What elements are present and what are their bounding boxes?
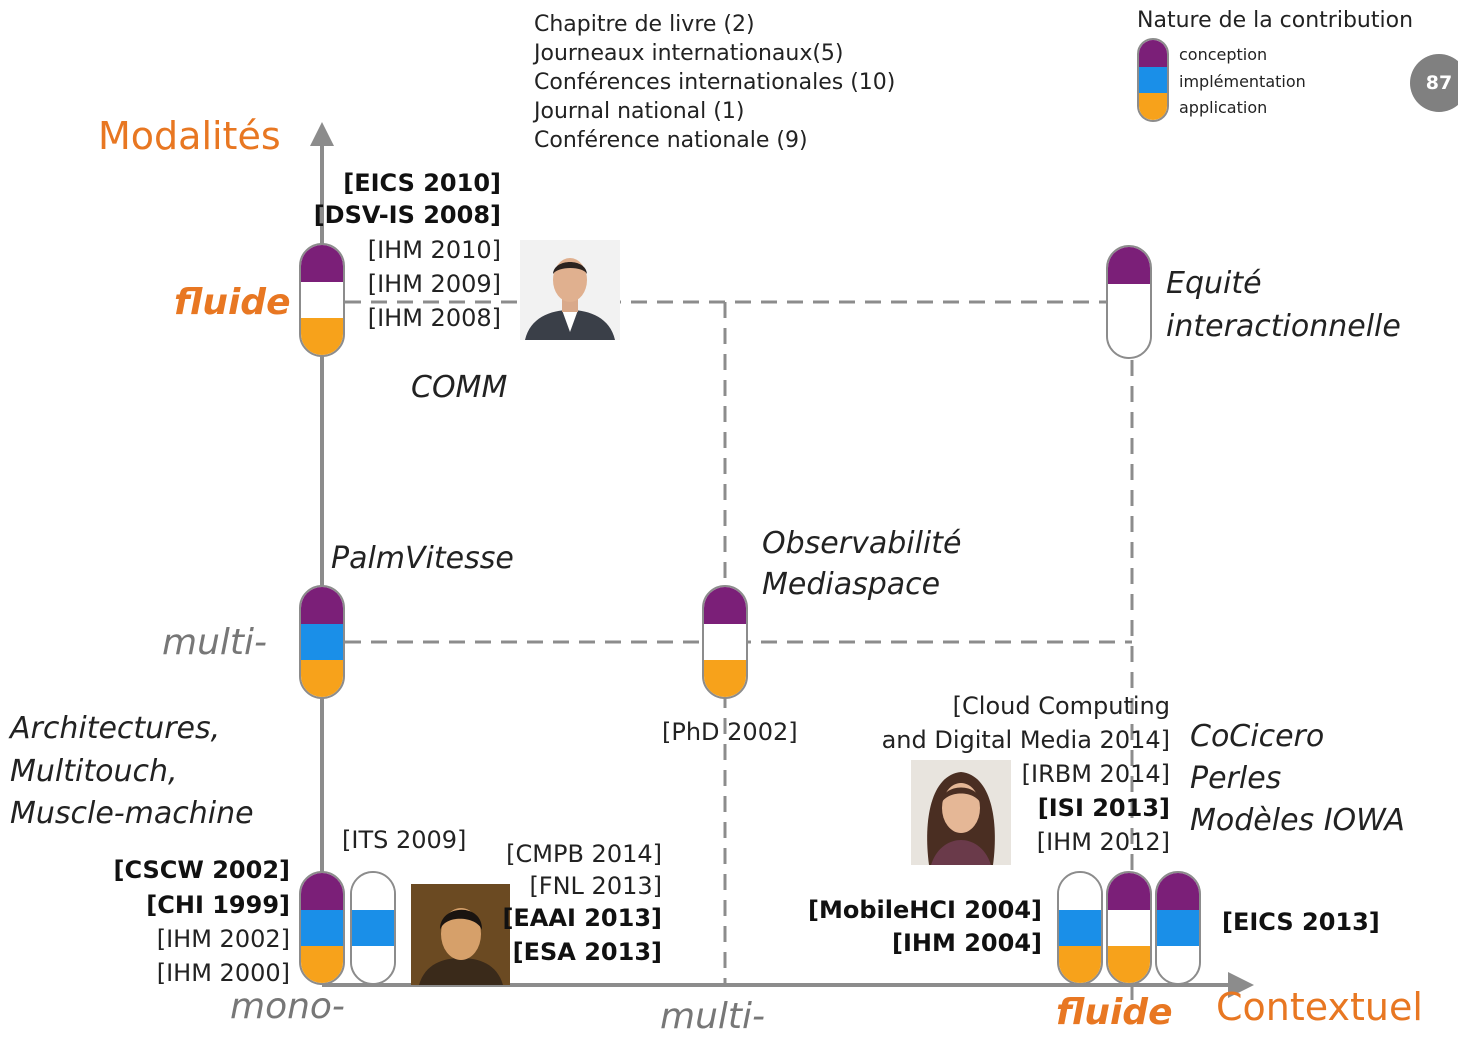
project-equite-line2: interactionnelle <box>1166 309 1401 344</box>
project-architectures-line2: Multitouch, <box>10 754 178 789</box>
ref-ihm-2009: [IHM 2009] <box>367 270 501 298</box>
segment-empty <box>352 946 394 983</box>
project-cocicero-line2: Perles <box>1190 761 1282 796</box>
photo-young-man <box>411 884 510 985</box>
segment-application <box>301 318 343 355</box>
pill-mono-mono-2 <box>350 871 396 985</box>
pub-national-conference: Conférence nationale (9) <box>534 128 808 153</box>
ref-mobilehci-2004: [MobileHCI 2004] <box>808 896 1042 924</box>
segment-empty <box>1108 283 1150 321</box>
publication-summary: Chapitre de livre (2) Journeaux internat… <box>534 10 895 155</box>
ref-phd-2002: [PhD 2002] <box>662 718 798 746</box>
ref-cloud-line2: and Digital Media 2014] <box>881 726 1170 754</box>
ref-chi-1999: [CHI 1999] <box>146 891 290 919</box>
segment-implementation <box>301 909 343 947</box>
project-observabilite-line1: Observabilité <box>762 526 962 561</box>
legend-conception-swatch <box>1139 40 1167 67</box>
segment-conception <box>301 245 343 282</box>
pill-multi-multi <box>702 585 748 699</box>
ref-ihm-2002: [IHM 2002] <box>156 925 290 953</box>
page-number-badge: 87 <box>1410 54 1458 112</box>
ref-isi-2013: [ISI 2013] <box>1037 794 1170 822</box>
ref-irbm-2014: [IRBM 2014] <box>1021 760 1170 788</box>
ref-its-2009: [ITS 2009] <box>342 826 467 854</box>
segment-implementation <box>1157 909 1199 947</box>
pill-mono-fluide-2 <box>1106 871 1152 985</box>
pill-mono-mono-1 <box>299 871 345 985</box>
photo-man-suit <box>520 240 620 340</box>
ref-dsvis-2008: [DSV-IS 2008] <box>313 201 501 229</box>
y-axis-title: Modalités <box>98 114 281 158</box>
legend-conception: conception <box>1179 45 1268 64</box>
ref-esa-2013: [ESA 2013] <box>512 938 662 966</box>
segment-conception <box>1108 873 1150 910</box>
pub-book-chapters: Chapitre de livre (2) <box>534 12 755 37</box>
x-axis-arrow <box>1228 972 1254 998</box>
photo-woman <box>911 760 1011 865</box>
segment-application <box>1059 946 1101 983</box>
project-cocicero-line3: Modèles IOWA <box>1190 803 1405 838</box>
segment-conception <box>301 587 343 624</box>
x-axis-title: Contextuel <box>1216 985 1423 1029</box>
pill-fluide-mono <box>299 243 345 357</box>
project-observabilite-line2: Mediaspace <box>762 567 941 602</box>
x-level-multi: multi- <box>660 996 765 1037</box>
ref-ihm-2008: [IHM 2008] <box>367 304 501 332</box>
project-palmvitesse: PalmVitesse <box>331 541 514 576</box>
segment-conception <box>301 873 343 910</box>
segment-conception <box>704 587 746 624</box>
ref-cscw-2002: [CSCW 2002] <box>113 856 290 884</box>
segment-application <box>704 660 746 697</box>
segment-application <box>301 660 343 697</box>
project-cocicero-line1: CoCicero <box>1190 719 1325 754</box>
pill-multi-mono <box>299 585 345 699</box>
y-level-fluide: fluide <box>174 282 291 323</box>
project-equite-line1: Equité <box>1166 266 1262 301</box>
segment-conception <box>1108 247 1150 284</box>
pub-intl-journals: Journeaux internationaux(5) <box>534 41 844 66</box>
project-comm: COMM <box>411 370 508 405</box>
legend-implementation-swatch <box>1139 66 1167 94</box>
x-level-mono: mono- <box>230 986 345 1027</box>
ref-eaai-2013: [EAAI 2013] <box>502 904 662 932</box>
segment-empty <box>1108 909 1150 947</box>
ref-eics-2010: [EICS 2010] <box>343 169 501 197</box>
ref-ihm-2004: [IHM 2004] <box>892 929 1042 957</box>
ref-fnl-2013: [FNL 2013] <box>529 872 662 900</box>
ref-ihm-2012: [IHM 2012] <box>1036 828 1170 856</box>
segment-implementation <box>301 623 343 661</box>
pill-fluide-fluide <box>1106 245 1152 359</box>
segment-empty <box>1108 320 1150 357</box>
segment-implementation <box>1059 909 1101 947</box>
pub-intl-conferences: Conférences internationales (10) <box>534 70 896 95</box>
legend-pill <box>1137 38 1169 122</box>
segment-empty <box>301 281 343 319</box>
legend-application: application <box>1179 98 1268 117</box>
segment-empty <box>1157 946 1199 983</box>
legend-title: Nature de la contribution <box>1137 8 1414 33</box>
project-architectures-line1: Architectures, <box>10 711 221 746</box>
ref-cloud-line1: [Cloud Computing <box>952 692 1170 720</box>
ref-eics-2013: [EICS 2013] <box>1222 908 1380 936</box>
y-level-multi: multi- <box>162 622 267 663</box>
pill-mono-fluide-1 <box>1057 871 1103 985</box>
segment-application <box>301 946 343 983</box>
x-level-fluide: fluide <box>1056 992 1173 1033</box>
legend-implementation: implémentation <box>1179 72 1306 91</box>
segment-empty <box>352 873 394 910</box>
ref-ihm-2010: [IHM 2010] <box>367 236 501 264</box>
segment-application <box>1108 946 1150 983</box>
y-axis-arrow <box>310 122 334 146</box>
pill-mono-fluide-3 <box>1155 871 1201 985</box>
segment-empty <box>704 623 746 661</box>
ref-cmpb-2014: [CMPB 2014] <box>506 840 662 868</box>
project-architectures-line3: Muscle-machine <box>10 796 254 831</box>
segment-conception <box>1157 873 1199 910</box>
segment-empty <box>1059 873 1101 910</box>
ref-ihm-2000: [IHM 2000] <box>156 959 290 987</box>
segment-implementation <box>352 909 394 947</box>
legend-application-swatch <box>1139 93 1167 120</box>
pub-national-journal: Journal national (1) <box>534 99 745 124</box>
